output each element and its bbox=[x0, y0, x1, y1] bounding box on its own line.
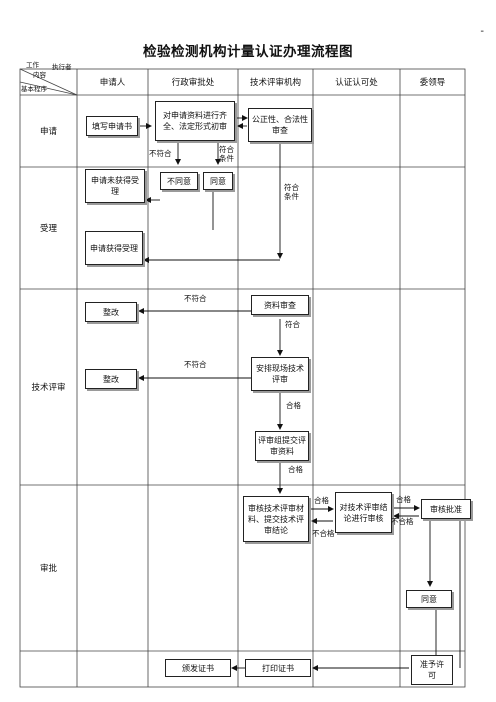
node-issue-certificate: 颁发证书 bbox=[165, 659, 231, 677]
column-header-accreditation: 认证认可处 bbox=[335, 78, 378, 88]
header-work-label: 工作 bbox=[26, 61, 39, 69]
label-fail-to-tech: 不合格 bbox=[312, 529, 335, 538]
label-conform-docs: 符合 bbox=[285, 320, 300, 329]
node-submit-materials: 评审组提交评审资料 bbox=[255, 431, 309, 461]
node-accepted: 申请获得受理 bbox=[85, 231, 143, 265]
label-pass-to-conclusion: 合格 bbox=[314, 496, 329, 505]
node-initial-review: 对申请资料进行齐全、法定形式初审 bbox=[155, 101, 235, 141]
node-leader-approval: 审核批准 bbox=[421, 499, 471, 519]
stage-approval: 审批 bbox=[39, 564, 57, 574]
node-audit-tech-materials: 审核技术评审材料、提交技术评审结论 bbox=[243, 496, 309, 542]
node-agree-accept: 同意 bbox=[203, 172, 233, 190]
node-fill-application: 填写申请书 bbox=[86, 116, 138, 136]
stage-tech-review: 技术评审 bbox=[31, 383, 66, 393]
node-agree-final: 同意 bbox=[406, 590, 452, 608]
column-header-admin-approval: 行政审批处 bbox=[171, 78, 215, 88]
corner-mark: - bbox=[480, 26, 484, 37]
header-procedure-label: 基本程序 bbox=[21, 85, 47, 93]
column-header-applicant: 申请人 bbox=[99, 78, 126, 88]
node-grant-permit: 准予许可 bbox=[411, 655, 453, 685]
stage-accept: 受理 bbox=[39, 224, 57, 234]
label-conform-fairness: 符合条件 bbox=[284, 183, 299, 201]
label-pass-to-leader: 合格 bbox=[396, 495, 411, 504]
header-actor-label: 执行者 bbox=[52, 63, 72, 71]
node-print-certificate: 打印证书 bbox=[245, 659, 311, 677]
header-content-label: 内容 bbox=[33, 71, 46, 79]
label-not-conform-initial: 不符合 bbox=[149, 149, 172, 158]
node-not-accepted: 申请未获得受理 bbox=[85, 169, 145, 203]
column-header-committee-leader: 委领导 bbox=[419, 78, 446, 88]
node-rectify-docs: 整改 bbox=[85, 302, 137, 322]
node-document-review: 资料审查 bbox=[251, 295, 309, 315]
node-fairness-check: 公正性、合法性审查 bbox=[248, 108, 312, 142]
node-rectify-onsite: 整改 bbox=[85, 369, 137, 389]
table-grid bbox=[19, 68, 466, 688]
label-pass-submit: 合格 bbox=[288, 465, 303, 474]
label-pass-onsite: 合格 bbox=[286, 401, 301, 410]
page-title: 检验检测机构计量认证办理流程图 bbox=[143, 44, 353, 60]
label-not-conform-onsite: 不符合 bbox=[184, 360, 207, 369]
label-not-conform-docs: 不符合 bbox=[184, 294, 207, 303]
stage-apply: 申请 bbox=[39, 127, 57, 137]
node-audit-conclusion: 对技术评审结论进行审核 bbox=[335, 492, 392, 533]
node-disagree: 不同意 bbox=[160, 172, 198, 190]
label-fail-to-conclusion: 不合格 bbox=[391, 517, 414, 526]
label-conform-initial: 符合条件 bbox=[219, 145, 234, 163]
column-header-tech-review: 技术评审机构 bbox=[249, 78, 301, 88]
node-onsite-review: 安排现场技术评审 bbox=[251, 357, 309, 391]
